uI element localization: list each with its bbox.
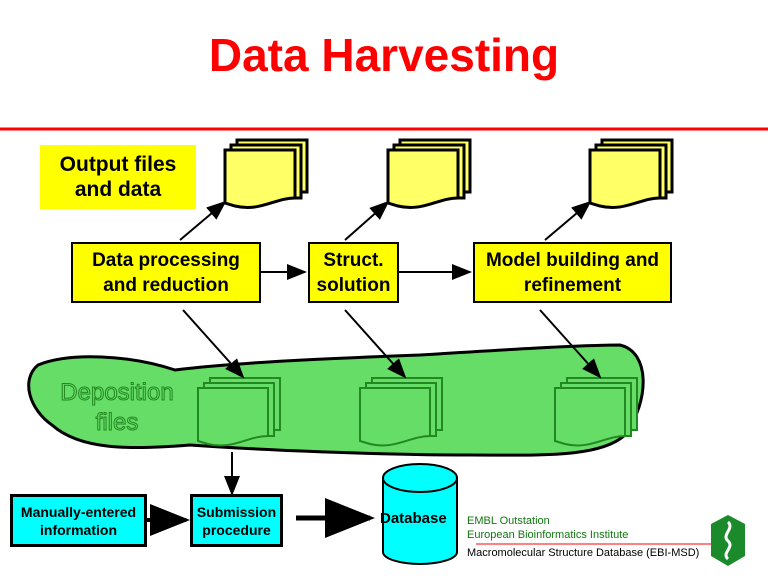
manual-info-box: Manually-entered information [10,494,147,547]
page-title: Data Harvesting [208,29,560,81]
output-file-icon [588,138,674,209]
step-data-processing: Data processing and reduction [71,242,261,303]
database-cylinder-icon [382,463,458,565]
embl-logo [711,515,745,566]
deposition-file-icon [197,377,281,447]
footer-msd: Macromolecular Structure Database (EBI-M… [467,547,700,559]
step-struct-solution: Struct. solution [308,242,399,303]
step-model-building: Model building and refinement [473,242,672,303]
submission-box: Submission procedure [190,494,283,547]
footer-ebi: European Bioinformatics Institute [467,529,629,541]
deposition-file-icon [554,377,638,447]
footer-embl: EMBL Outstation [467,515,550,527]
output-files-label: Output files and data [40,145,196,209]
output-file-icon [386,138,472,209]
database-label: Database [380,510,447,527]
output-file-icon [223,138,309,209]
deposition-files-label: Deposition files [60,379,174,437]
deposition-file-icon [359,377,443,447]
